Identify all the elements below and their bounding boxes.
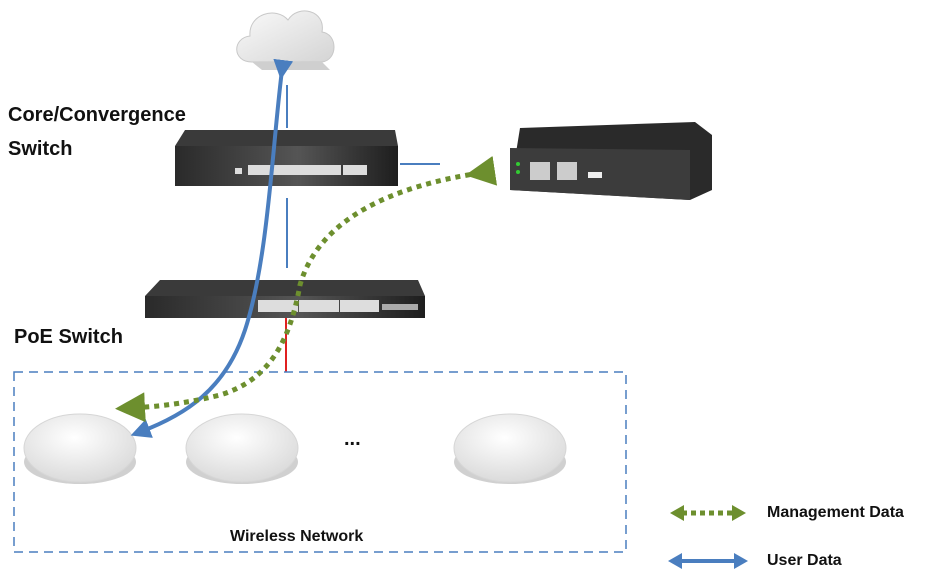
- access-point-3: [453, 413, 567, 484]
- wireless-network-label: Wireless Network: [230, 528, 364, 545]
- cloud-icon: [236, 10, 335, 70]
- legend-management-arrow: [670, 505, 746, 521]
- legend-user-label: User Data: [767, 552, 842, 569]
- access-point-1: [23, 413, 137, 484]
- controller-device: [510, 122, 712, 200]
- core-switch-label-line2: Switch: [8, 138, 73, 160]
- access-point-2: [185, 413, 299, 484]
- legend-user-arrow: [668, 553, 748, 569]
- legend-management-label: Management Data: [767, 504, 904, 521]
- core-switch-device: [175, 130, 398, 186]
- poe-switch-label: PoE Switch: [14, 326, 123, 348]
- poe-switch-device: [145, 280, 425, 318]
- core-switch-label-line1: Core/Convergence: [8, 104, 186, 126]
- core-switch-label: Core/Convergence Switch: [8, 98, 186, 166]
- ellipsis-label: ...: [344, 428, 361, 450]
